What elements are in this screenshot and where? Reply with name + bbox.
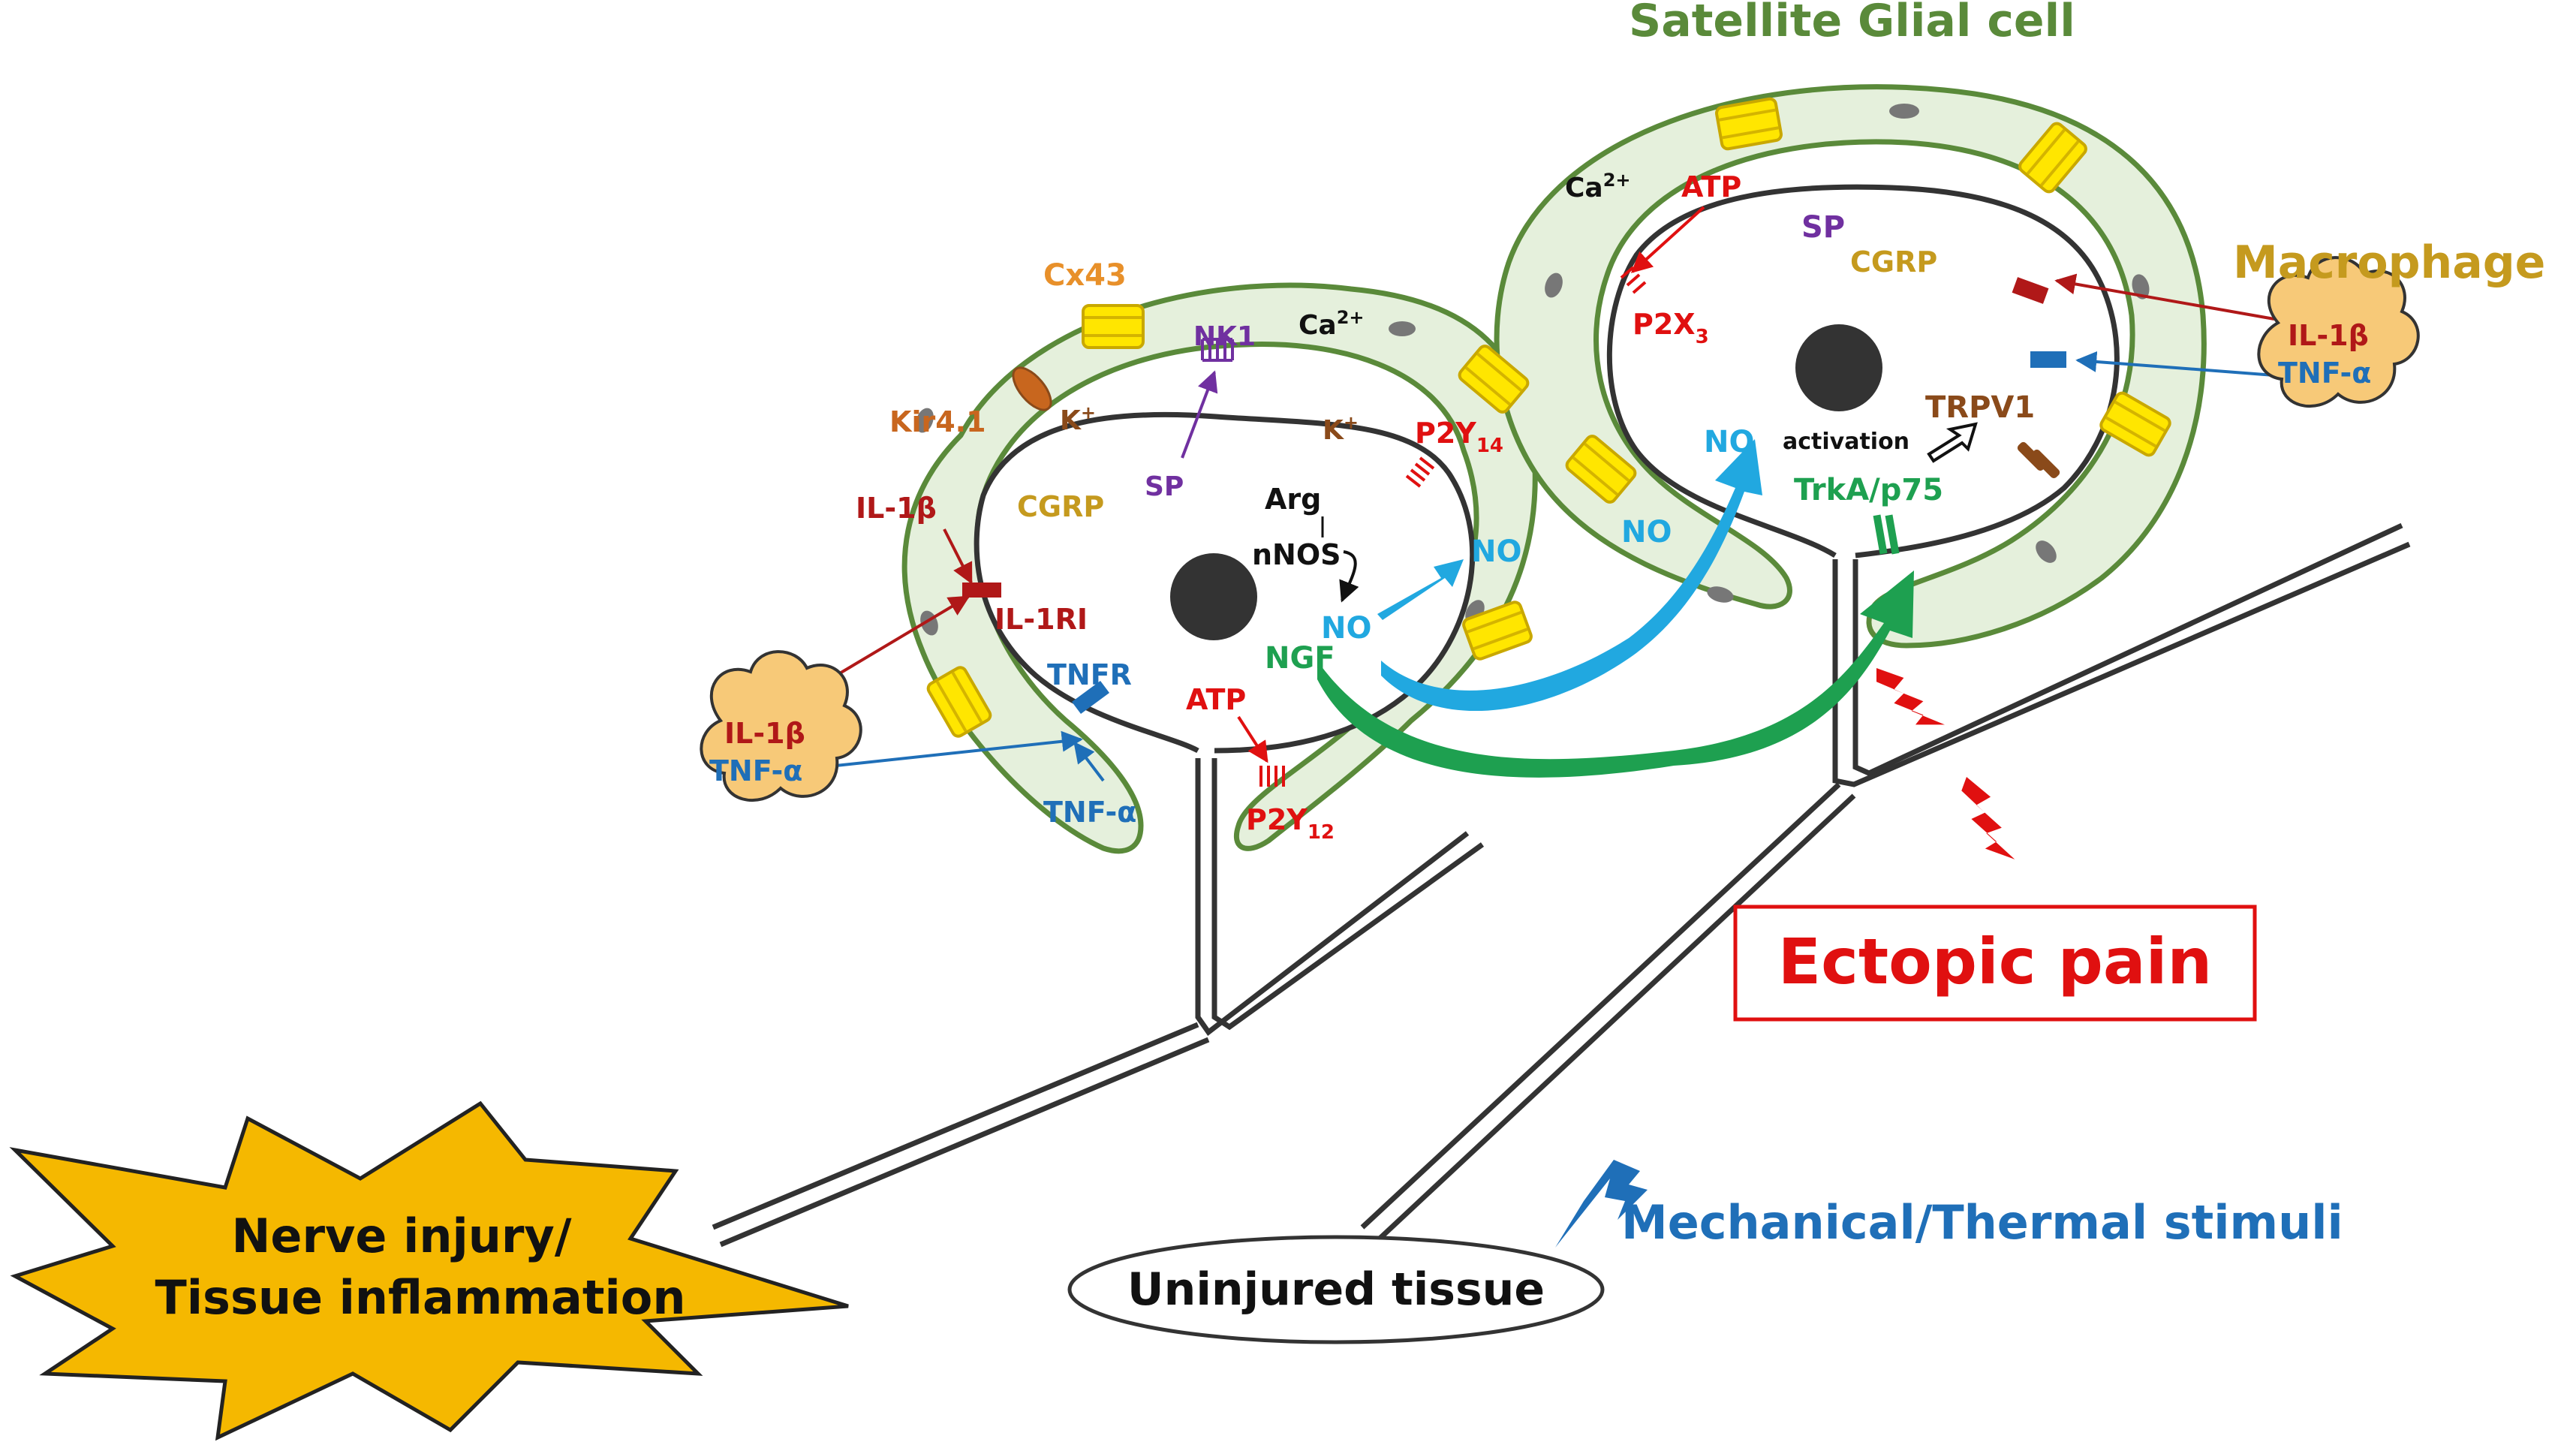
- satellite-glia-right: [1494, 84, 2207, 649]
- il1ri-receptor-icon: [962, 583, 1001, 598]
- uninjured-tissue-label: Uninjured tissue: [1127, 1263, 1545, 1316]
- p2y12-receptor-icon: [1259, 766, 1285, 787]
- mechanical-thermal-label: Mechanical/Thermal stimuli: [1621, 1195, 2343, 1250]
- cytokine-cloud-macrophage: [2257, 256, 2420, 408]
- tnfr-label: TNFR: [1047, 658, 1132, 691]
- no-arrow-glia: [1377, 559, 1464, 620]
- il1ri-label: IL-1RI: [995, 603, 1088, 636]
- no-right-glia-label: NO: [1621, 515, 1672, 549]
- nk1-receptor-icon: [1201, 338, 1234, 362]
- il1b-left-label: IL-1β: [856, 492, 937, 525]
- ca-right-label: Ca2+: [1565, 170, 1631, 203]
- tnfa-to-tnfr-arrow: [821, 730, 1083, 769]
- axon-left-cell: [712, 758, 1485, 1248]
- cx43-label: Cx43: [1043, 258, 1127, 293]
- tnfr-right-icon: [2030, 351, 2066, 368]
- p2y14-label: P2Y14: [1415, 417, 1503, 457]
- kir41-channel-icon: [1012, 366, 1052, 411]
- sp-right-label: SP: [1801, 210, 1845, 245]
- glia-nuclei-left: [916, 321, 1485, 636]
- uninjured-tissue-ellipse: [1067, 1235, 1605, 1344]
- glia-nuclei-right: [1545, 104, 2150, 603]
- gap-junction: [1714, 96, 1784, 152]
- no-glia-label: NO: [1471, 534, 1521, 569]
- satellite-glial-cell-label: Satellite Glial cell: [1629, 0, 2075, 47]
- p2x3-label: P2X3: [1633, 308, 1709, 348]
- trka-label: TrkA/p75: [1794, 473, 1943, 507]
- p2y12-label: P2Y12: [1246, 803, 1335, 844]
- cloud-right-il1b-label: IL-1β: [2288, 319, 2369, 352]
- atp-right-label: ATP: [1681, 170, 1741, 203]
- ectopic-pain-label: Ectopic pain: [1778, 925, 2212, 998]
- activation-label: activation: [1783, 429, 1909, 455]
- cgrp-left-label: CGRP: [1017, 490, 1104, 523]
- atp-to-p2x3-arrow: [1630, 206, 1705, 273]
- activation-arrow: [1927, 422, 1978, 463]
- k-plus-right-label: K+: [1323, 412, 1359, 446]
- nerve-injury-line1-label: Nerve injury/: [232, 1209, 572, 1263]
- nnos-arrow: [1339, 550, 1359, 603]
- no-center-label: NO: [1321, 611, 1371, 646]
- nnos-label: nNOS: [1252, 538, 1341, 571]
- il1b-label-arrow: [943, 528, 973, 585]
- cloud-left-tnfa-label: TNF-α: [709, 754, 802, 787]
- kir41-label: Kir4.1: [889, 405, 986, 438]
- macrophage-tnfa-arrow: [2075, 351, 2275, 377]
- atp-to-p2y12-arrow: [1237, 715, 1268, 763]
- gap-junction: [1082, 304, 1145, 349]
- trpv1-channel-icon: [2017, 441, 2060, 479]
- cloud-right-tnfa-label: TNF-α: [2278, 357, 2371, 390]
- macrophage-label: Macrophage: [2233, 236, 2545, 289]
- no-arrow-right: [1381, 439, 1762, 712]
- cloud-left-il1b-label: IL-1β: [724, 717, 805, 750]
- trpv1-label: TRPV1: [1925, 390, 2035, 425]
- p2y14-receptor-icon: [1405, 456, 1435, 488]
- tnfa-left-label: TNF-α: [1043, 796, 1136, 829]
- nk1-label: NK1: [1193, 321, 1256, 352]
- nucleus-right: [1795, 324, 1882, 411]
- il1-receptor-right-icon: [2012, 277, 2049, 304]
- nucleus-left: [1170, 553, 1257, 640]
- arg-label: Arg: [1265, 483, 1321, 516]
- nerve-injury-line2-label: Tissue inflammation: [155, 1270, 686, 1325]
- ngf-label: NGF: [1265, 641, 1335, 676]
- tnfr-receptor-icon: [1072, 681, 1109, 714]
- ectopic-pain-box: [1733, 905, 2257, 1022]
- k-plus-left-label: K+: [1060, 402, 1096, 436]
- sp-to-nk1-arrow: [1181, 370, 1218, 459]
- sp-left-label: SP: [1145, 471, 1184, 502]
- cytokine-cloud-left: [700, 650, 862, 802]
- ca-left-label: Ca2+: [1299, 307, 1365, 341]
- no-right-neuron-label: NO: [1704, 425, 1754, 459]
- nerve-injury-star: [9, 1100, 849, 1441]
- tnfa-label-arrow: [1073, 741, 1105, 782]
- cgrp-right-label: CGRP: [1850, 245, 1937, 278]
- trka-receptor-icon: [1873, 514, 1900, 555]
- lightning-icon: [1555, 1160, 1648, 1248]
- atp-left-label: ATP: [1186, 683, 1246, 716]
- macrophage-il1b-arrow: [2054, 273, 2275, 321]
